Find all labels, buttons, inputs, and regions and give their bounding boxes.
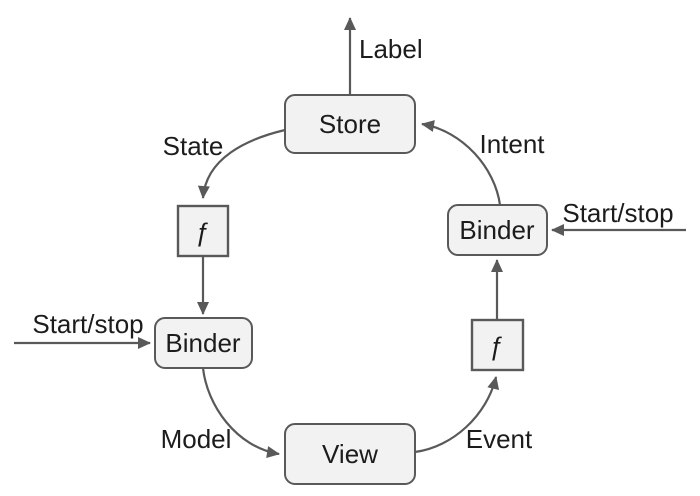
edge-label-start-stop-left: Start/stop [32, 309, 143, 339]
node-binder-left: Binder [154, 317, 253, 369]
node-binder-right: Binder [447, 204, 548, 256]
binder-right-label: Binder [459, 215, 534, 245]
function-left-label: ƒ [196, 217, 210, 247]
node-transform-right: ƒ [470, 318, 525, 372]
node-store: Store [284, 94, 416, 154]
store-label: Store [319, 109, 381, 139]
edge-label-start-stop-right: Start/stop [562, 198, 673, 228]
arrow-intent-binder-to-store [421, 120, 502, 206]
edge-label-label: Label [359, 34, 423, 64]
function-box-left [176, 204, 230, 258]
function-right-label: ƒ [490, 331, 504, 361]
edge-label-event: Event [466, 424, 533, 454]
view-box [284, 423, 416, 485]
arrow-event-view-to-func [414, 376, 500, 454]
view-label: View [322, 439, 378, 469]
node-transform-left: ƒ [176, 204, 230, 258]
binder-right-box [447, 204, 548, 256]
arrow-state-store-to-func [197, 128, 286, 199]
binder-left-box [154, 317, 253, 369]
store-box [284, 94, 416, 154]
edge-label-state: State [163, 131, 224, 161]
node-view: View [284, 423, 416, 485]
function-box-right [470, 318, 525, 372]
binder-left-label: Binder [165, 328, 240, 358]
edge-label-intent: Intent [479, 129, 545, 159]
arrow-model-binder-to-view [201, 367, 280, 458]
edge-label-model: Model [161, 424, 232, 454]
